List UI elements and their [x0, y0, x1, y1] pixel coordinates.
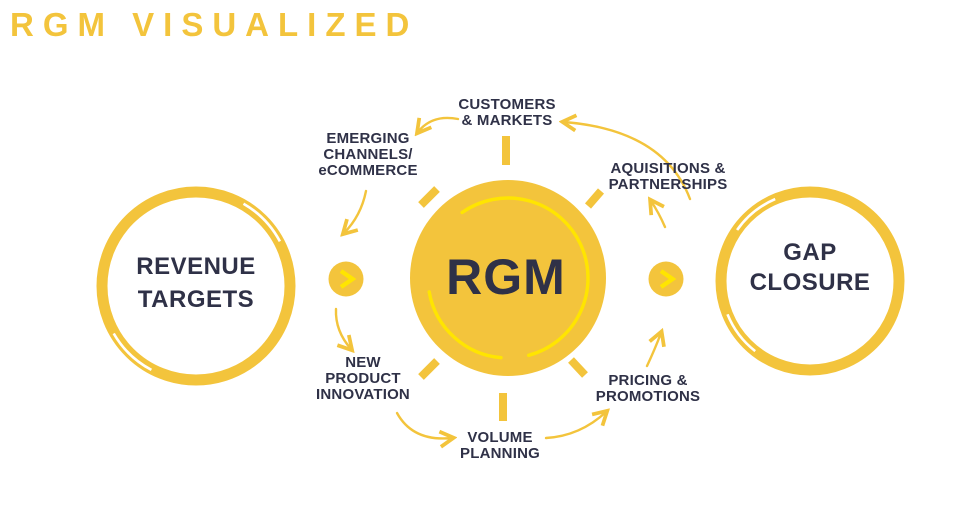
hub-spoke-bottom-right: [568, 357, 588, 378]
arrow-to-aquisitions: [651, 201, 667, 229]
gap-closure-line-1: GAP: [783, 239, 837, 266]
arrow-volume-to-pricing: [544, 412, 606, 440]
right-connector: [648, 261, 684, 297]
chevron-right-icon: [339, 269, 357, 289]
factor-line: CUSTOMERS: [458, 96, 556, 113]
arrow-pricing-up: [645, 333, 661, 368]
revenue-ring-sketch-gap-bottom: [112, 332, 153, 372]
hub-inner-arc-small: [427, 290, 503, 360]
hub-spoke-bottom-left: [418, 358, 440, 380]
factor-line: PRICING &: [608, 372, 688, 389]
rgm-hub-label: RGM: [446, 249, 566, 305]
revenue-targets-label: REVENUE TARGETS: [136, 250, 256, 316]
factor-line: AQUISITIONS &: [610, 160, 726, 177]
factor-line: PARTNERSHIPS: [608, 176, 728, 193]
rgm-hub-circle: [410, 180, 606, 376]
arrow-to-new-product: [334, 307, 351, 349]
factor-line: PLANNING: [460, 445, 540, 462]
left-connector-circle: [328, 261, 364, 297]
factor-line: eCOMMERCE: [318, 162, 418, 179]
factor-line: EMERGING: [326, 130, 410, 147]
arrow-customers-to-emerging: [418, 116, 460, 132]
gap-closure-line-2: CLOSURE: [749, 269, 871, 296]
right-connector-circle: [648, 261, 684, 297]
page-title: RGM VISUALIZED: [10, 6, 419, 43]
arrow-new-product-to-volume: [395, 411, 452, 438]
gap-closure-ring: [715, 186, 905, 376]
revenue-targets-line-1: REVENUE: [136, 253, 256, 280]
factor-line: & MARKETS: [461, 112, 553, 129]
factor-line: PROMOTIONS: [595, 388, 701, 405]
factor-emerging-channels-ecommerce: EMERGING CHANNELS/ eCOMMERCE: [318, 131, 417, 179]
gap-ring-sketch-gap-bottom: [726, 313, 757, 353]
factor-customers-markets: CUSTOMERS & MARKETS: [458, 97, 555, 129]
gap-ring-sketch-gap-top: [736, 197, 776, 231]
factor-aquisitions-partnerships: AQUISITIONS & PARTNERSHIPS: [609, 161, 728, 193]
factor-line: INNOVATION: [316, 386, 410, 403]
factor-line: CHANNELS/: [323, 146, 413, 163]
hub-inner-arc-main: [460, 196, 590, 357]
chevron-right-icon: [659, 269, 677, 289]
revenue-ring-sketch-gap-top: [242, 202, 282, 243]
hub-spoke-top-left: [418, 186, 440, 208]
arrow-emerging-down: [344, 189, 368, 233]
factor-new-product-innovation: NEW PRODUCT INNOVATION: [316, 355, 410, 403]
gap-closure-label: GAP CLOSURE: [750, 238, 871, 298]
arrow-aquisitions-to-customers: [564, 122, 692, 201]
factor-volume-planning: VOLUME PLANNING: [460, 430, 540, 462]
revenue-targets-line-2: TARGETS: [137, 286, 255, 313]
hub-spoke-top-right: [584, 188, 605, 209]
factor-line: PRODUCT: [325, 370, 401, 387]
factor-line: VOLUME: [467, 429, 533, 446]
factor-line: NEW: [345, 354, 381, 371]
factor-pricing-promotions: PRICING & PROMOTIONS: [596, 373, 701, 405]
left-connector: [328, 261, 364, 297]
revenue-targets-ring: [96, 186, 296, 386]
